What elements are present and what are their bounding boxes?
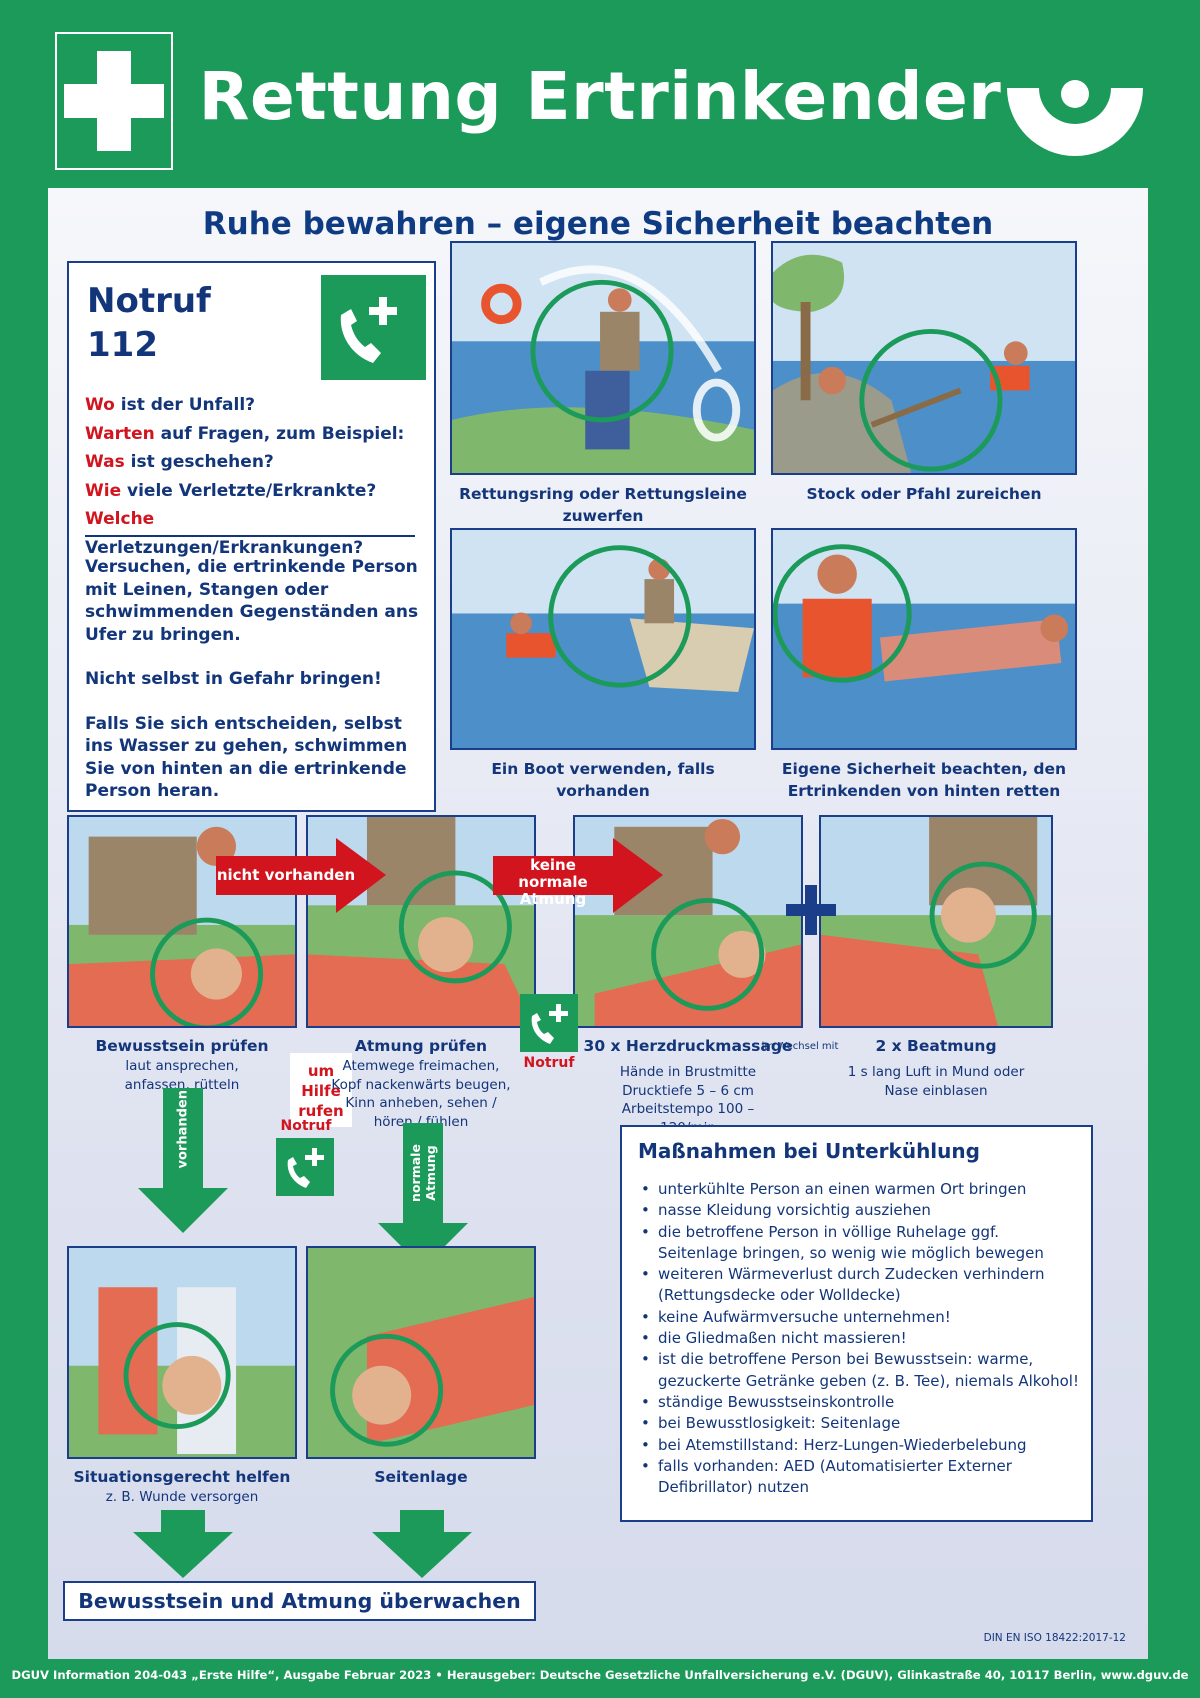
arrow-label: vorhanden bbox=[175, 1090, 191, 1169]
ventilation-title: 2 x Beatmung bbox=[875, 1037, 997, 1055]
list-item: nasse Kleidung vorsichtig ausziehen bbox=[638, 1200, 1083, 1222]
notruf-number: 112 bbox=[87, 325, 158, 365]
list-item: falls vorhanden: AED (Automatisierter Ex… bbox=[638, 1456, 1083, 1499]
check-consciousness-illustration bbox=[67, 815, 297, 1028]
footer: DGUV Information 204-043 „Erste Hilfe“, … bbox=[11, 1668, 1189, 1682]
right-arrow-icon: nicht vorhanden bbox=[216, 838, 386, 913]
conscious-title: Bewusstsein prüfen bbox=[95, 1037, 269, 1055]
rescue-behind-caption: Eigene Sicherheit beachten, den Ertrinke… bbox=[781, 760, 1067, 800]
ventilation-illustration bbox=[819, 815, 1053, 1028]
rescue-ring-illustration bbox=[450, 241, 756, 475]
list-item: die betroffene Person in völlige Ruhelag… bbox=[638, 1222, 1083, 1265]
down-arrow-icon bbox=[133, 1510, 233, 1578]
instruction-para: Nicht selbst in Gefahr bringen! bbox=[85, 669, 382, 689]
list-item: weiteren Wärmeverlust durch Zudecken ver… bbox=[638, 1264, 1083, 1307]
page-title: Rettung Ertrinkender bbox=[198, 58, 1002, 135]
dguv-logo bbox=[1005, 80, 1145, 165]
rescue-behind-illustration bbox=[771, 528, 1077, 750]
first-aid-cross-icon bbox=[55, 32, 173, 170]
instructions-text: Versuchen, die ertrinkende Person mit Le… bbox=[85, 556, 430, 825]
conscious-sub: laut ansprechen, anfassen, rütteln bbox=[124, 1058, 240, 1093]
down-arrow-icon: normale Atmung bbox=[378, 1123, 468, 1268]
call-help-label: um Hilfe rufen bbox=[290, 1053, 352, 1127]
list-item: keine Aufwärmversuche unternehmen! bbox=[638, 1307, 1083, 1329]
list-item: bei Bewusstlosigkeit: Seitenlage bbox=[638, 1413, 1083, 1435]
content-panel: Ruhe bewahren – eigene Sicherheit beacht… bbox=[48, 188, 1148, 1659]
question-line: Was ist geschehen? bbox=[85, 452, 274, 472]
situation-sub: z. B. Wunde versorgen bbox=[105, 1489, 259, 1505]
hypothermia-box: Maßnahmen bei Unterkühlung unterkühlte P… bbox=[620, 1125, 1093, 1522]
alternating-label: im Wechsel mit bbox=[761, 1041, 839, 1052]
hypothermia-list: unterkühlte Person an einen warmen Ort b… bbox=[638, 1179, 1083, 1498]
emergency-phone-icon bbox=[520, 994, 578, 1052]
question-line: Wo ist der Unfall? bbox=[85, 395, 256, 415]
breath-title: Atmung prüfen bbox=[354, 1037, 488, 1055]
check-breathing-illustration bbox=[306, 815, 536, 1028]
stick-illustration bbox=[771, 241, 1077, 475]
stick-caption: Stock oder Pfahl zureichen bbox=[806, 485, 1042, 503]
notruf-label: Notruf bbox=[280, 1118, 332, 1134]
breath-sub: Atemwege freimachen, Kopf nackenwärts be… bbox=[331, 1058, 511, 1130]
rescue-ring-caption: Rettungsring oder Rettungsleine zuwerfen bbox=[459, 485, 747, 525]
emergency-info-box: Notruf 112 Wo ist der Unfall? Warten auf… bbox=[67, 261, 436, 812]
down-arrow-icon bbox=[372, 1510, 472, 1578]
list-item: ist die betroffene Person bei Bewusstsei… bbox=[638, 1349, 1083, 1392]
recovery-position-illustration bbox=[306, 1246, 536, 1459]
emergency-phone-icon bbox=[321, 275, 426, 380]
notruf-label: Notruf bbox=[523, 1055, 575, 1071]
cpr-title: 30 x Herzdruckmassage bbox=[583, 1037, 793, 1055]
question-line: Wie viele Verletzte/Erkrankte? bbox=[85, 480, 377, 501]
arrow-label: nicht vorhanden bbox=[216, 866, 356, 884]
list-item: ständige Bewusstseinskontrolle bbox=[638, 1392, 1083, 1414]
standard-ref: DIN EN ISO 18422:2017-12 bbox=[983, 1632, 1126, 1644]
list-item: bei Atemstillstand: Herz-Lungen-Wiederbe… bbox=[638, 1435, 1083, 1457]
plus-icon bbox=[786, 885, 836, 935]
recovery-title: Seitenlage bbox=[374, 1468, 468, 1486]
ventilation-sub: 1 s lang Luft in Mund oder Nase einblase… bbox=[847, 1064, 1025, 1099]
monitor-banner: Bewusstsein und Atmung überwachen bbox=[63, 1581, 536, 1621]
question-line: Welche Verletzungen/Erkrankungen? bbox=[85, 509, 364, 558]
notruf-title: Notruf bbox=[87, 281, 211, 321]
boat-caption: Ein Boot verwenden, falls vorhanden bbox=[491, 760, 715, 800]
list-item: die Gliedmaßen nicht massieren! bbox=[638, 1328, 1083, 1350]
instruction-para: Falls Sie sich entscheiden, selbst ins W… bbox=[85, 713, 408, 802]
arrow-label: keine normale Atmung bbox=[518, 856, 588, 908]
situation-illustration bbox=[67, 1246, 297, 1459]
divider bbox=[85, 535, 415, 537]
arrow-label: normale Atmung bbox=[408, 1144, 438, 1202]
question-list: Wo ist der Unfall? Warten auf Fragen, zu… bbox=[85, 391, 430, 562]
situation-title: Situationsgerecht helfen bbox=[73, 1468, 291, 1486]
cpr-illustration bbox=[573, 815, 803, 1028]
instruction-para: Versuchen, die ertrinkende Person mit Le… bbox=[85, 557, 419, 645]
hypothermia-title: Maßnahmen bei Unterkühlung bbox=[638, 1139, 980, 1163]
boat-illustration bbox=[450, 528, 756, 750]
question-line: Warten auf Fragen, zum Beispiel: bbox=[85, 423, 405, 444]
down-arrow-icon: vorhanden bbox=[138, 1088, 228, 1233]
subtitle: Ruhe bewahren – eigene Sicherheit beacht… bbox=[202, 206, 994, 242]
right-arrow-icon: keine normale Atmung bbox=[493, 838, 663, 913]
emergency-phone-icon bbox=[276, 1138, 334, 1196]
list-item: unterkühlte Person an einen warmen Ort b… bbox=[638, 1179, 1083, 1201]
